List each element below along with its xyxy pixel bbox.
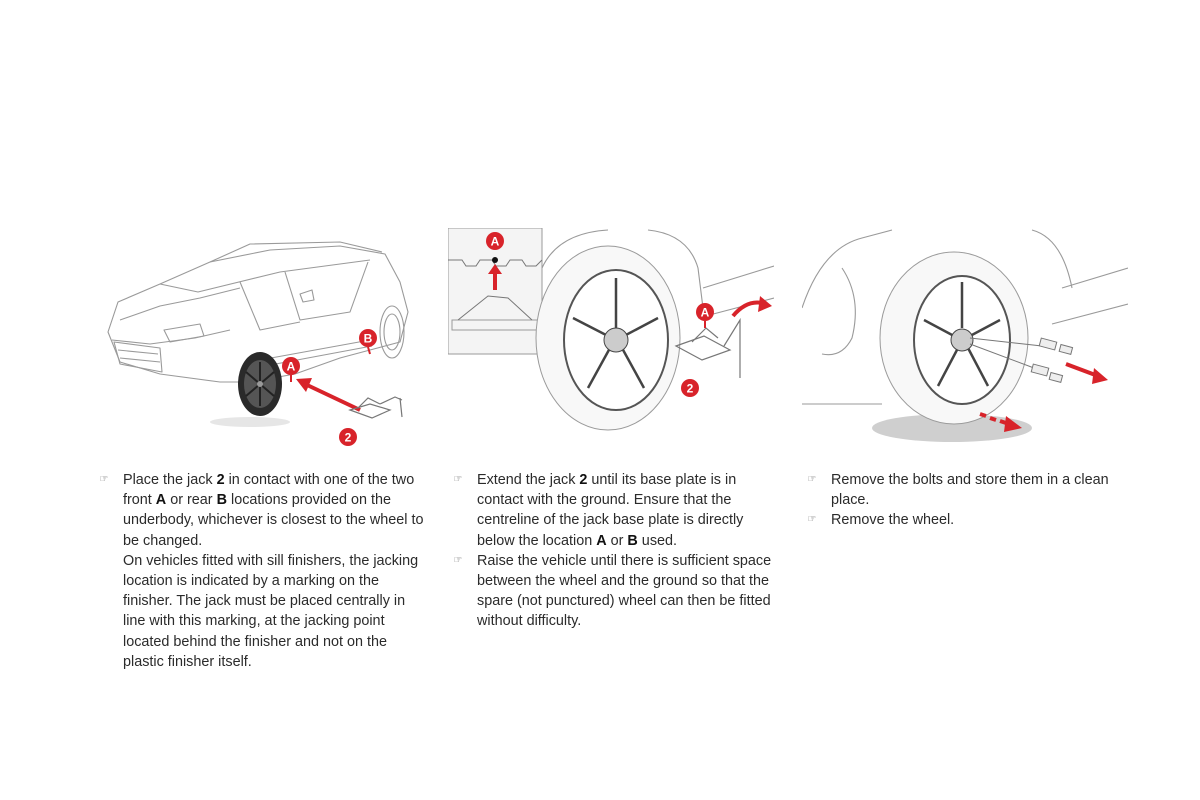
label-a-top-badge: A — [486, 232, 504, 250]
instruction-text: Remove the wheel. — [831, 512, 955, 529]
instructions-column-3: ☞ Remove the bolts and store them in a c… — [802, 470, 1142, 531]
instruction-text: Raise the vehicle until there is suffici… — [477, 552, 772, 630]
instruction-text: Extend the jack 2 until its base plate i… — [477, 472, 744, 549]
instruction-item: ☞ Remove the wheel. — [802, 510, 1142, 530]
svg-text:A: A — [701, 306, 710, 320]
jack-drawing: A A — [448, 228, 774, 431]
instruction-continuation: On vehicles fitted with sill finishers, … — [123, 552, 419, 670]
svg-text:2: 2 — [687, 382, 694, 396]
remove-wheel-illustration — [802, 228, 1128, 448]
jack-extend-illustration: A A — [448, 228, 774, 438]
svg-text:A: A — [287, 360, 296, 374]
pointing-hand-icon: ☞ — [453, 474, 463, 485]
instructions-column-1: ☞ Place the jack 2 in contact with one o… — [94, 470, 424, 672]
car-drawing: A B 2 — [107, 241, 409, 446]
svg-text:2: 2 — [345, 431, 352, 445]
instruction-item: ☞ Extend the jack 2 until its base plate… — [448, 470, 780, 551]
label-a-badge: A — [282, 357, 300, 382]
label-jack-badge: 2 — [681, 379, 699, 397]
pointing-hand-icon: ☞ — [99, 474, 109, 485]
pointing-hand-icon: ☞ — [453, 554, 463, 566]
label-b-badge: B — [359, 329, 377, 355]
svg-text:B: B — [364, 332, 373, 346]
pointing-hand-icon: ☞ — [807, 514, 817, 526]
instruction-item: ☞ Place the jack 2 in contact with one o… — [94, 470, 424, 672]
instruction-item: ☞ Raise the vehicle until there is suffi… — [448, 551, 780, 632]
instruction-text: Remove the bolts and store them in a cle… — [831, 472, 1109, 509]
pointing-hand-icon: ☞ — [807, 474, 817, 485]
car-jacking-points-illustration: A B 2 — [100, 232, 420, 452]
svg-text:A: A — [491, 235, 500, 249]
instruction-text: Place the jack 2 in contact with one of … — [123, 472, 424, 549]
label-jack-badge: 2 — [339, 428, 357, 446]
instruction-item: ☞ Remove the bolts and store them in a c… — [802, 470, 1142, 510]
wheel-removal-drawing — [802, 229, 1128, 442]
label-a-badge: A — [696, 303, 714, 328]
instructions-column-2: ☞ Extend the jack 2 until its base plate… — [448, 470, 780, 632]
